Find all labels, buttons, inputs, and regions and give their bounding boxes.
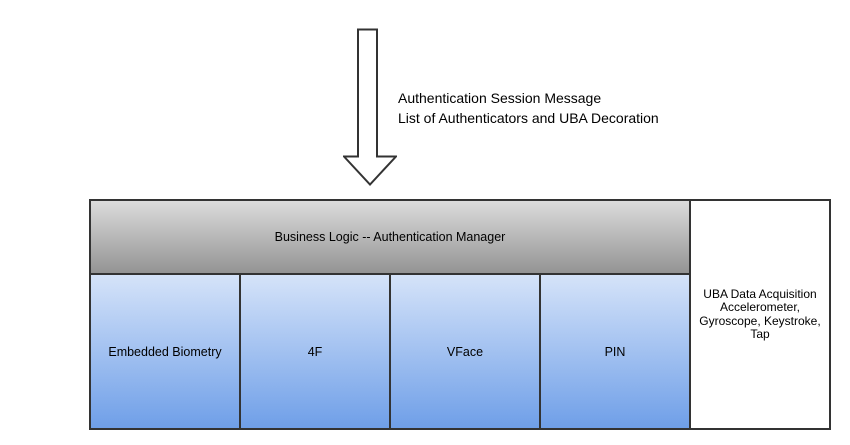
authenticator-label: Embedded Biometry: [108, 344, 222, 359]
authenticator-label: VFace: [446, 344, 484, 359]
uba-label: UBA Data Acquisition Accelerometer, Gyro…: [699, 286, 821, 341]
annotation-line-1: Authentication Session Message: [398, 90, 602, 106]
architecture-diagram: Business Logic -- Authentication Manager…: [89, 199, 831, 430]
auth-manager-group: Business Logic -- Authentication Manager…: [91, 201, 689, 428]
authenticator-cell-4f: 4F: [239, 275, 389, 428]
authenticator-cell-embedded-biometry: Embedded Biometry: [91, 275, 239, 428]
business-logic-label: Business Logic -- Authentication Manager: [274, 230, 506, 244]
uba-data-acquisition-box: UBA Data Acquisition Accelerometer, Gyro…: [689, 201, 829, 428]
authenticator-label: 4F: [307, 344, 323, 359]
authenticator-label: PIN: [604, 344, 626, 359]
authenticator-row: Embedded Biometry 4F VFace PIN: [91, 273, 689, 428]
authenticator-cell-vface: VFace: [389, 275, 539, 428]
down-arrow-icon: [343, 28, 397, 186]
authenticator-cell-pin: PIN: [539, 275, 689, 428]
annotation-line-2: List of Authenticators and UBA Decoratio…: [398, 110, 659, 126]
arrow-annotation: Authentication Session Message List of A…: [398, 88, 659, 128]
business-logic-header: Business Logic -- Authentication Manager: [91, 201, 689, 273]
